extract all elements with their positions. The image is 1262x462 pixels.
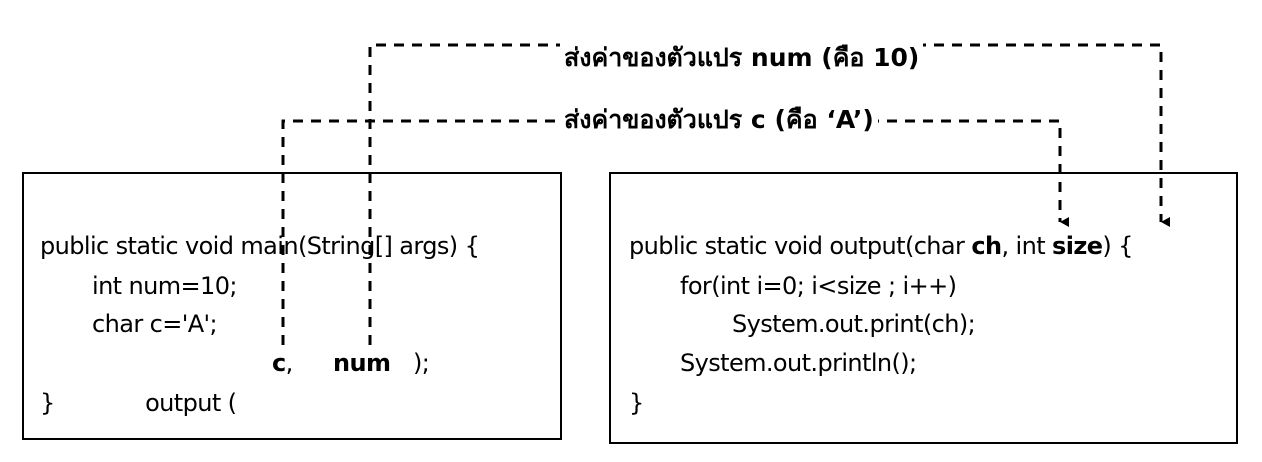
c-transfer-label: ส่งค่าของตัวแปร c (คือ ‘A’) <box>560 104 878 136</box>
output-signature-suffix: ) { <box>1102 232 1133 260</box>
arg-num: num <box>333 343 391 383</box>
num-transfer-label: ส่งค่าของตัวแปร num (คือ 10) <box>560 42 924 74</box>
output-method-box <box>609 172 1238 444</box>
arg-separator: , <box>285 349 294 377</box>
output-closing-brace: } <box>629 389 644 417</box>
num-declaration-line: int num=10; <box>92 272 237 300</box>
println-line: System.out.println(); <box>680 349 917 377</box>
arg-num-text: num <box>333 349 391 377</box>
output-call-prefix: output ( <box>145 389 237 417</box>
char-declaration-line: char c='A'; <box>92 310 218 338</box>
for-loop-line: for(int i=0; i<size ; i++) <box>680 272 957 300</box>
output-call-suffix: ); <box>413 349 430 377</box>
main-signature-line: public static void main(String[] args) { <box>40 232 480 260</box>
output-signature-prefix: public static void output(char <box>629 232 972 260</box>
param-size: size <box>1052 232 1103 260</box>
num-connector-line <box>368 43 1170 345</box>
output-signature-line: public static void output(char ch, int s… <box>629 226 1133 266</box>
output-signature-mid: , int <box>1001 232 1053 260</box>
param-ch: ch <box>971 232 1002 260</box>
output-call-line: output ( <box>131 343 237 423</box>
arg-c-text: c <box>272 349 286 377</box>
main-method-box <box>22 172 562 440</box>
arg-c: c, <box>272 343 293 383</box>
main-closing-brace: } <box>40 389 55 417</box>
print-ch-line: System.out.print(ch); <box>732 310 976 338</box>
